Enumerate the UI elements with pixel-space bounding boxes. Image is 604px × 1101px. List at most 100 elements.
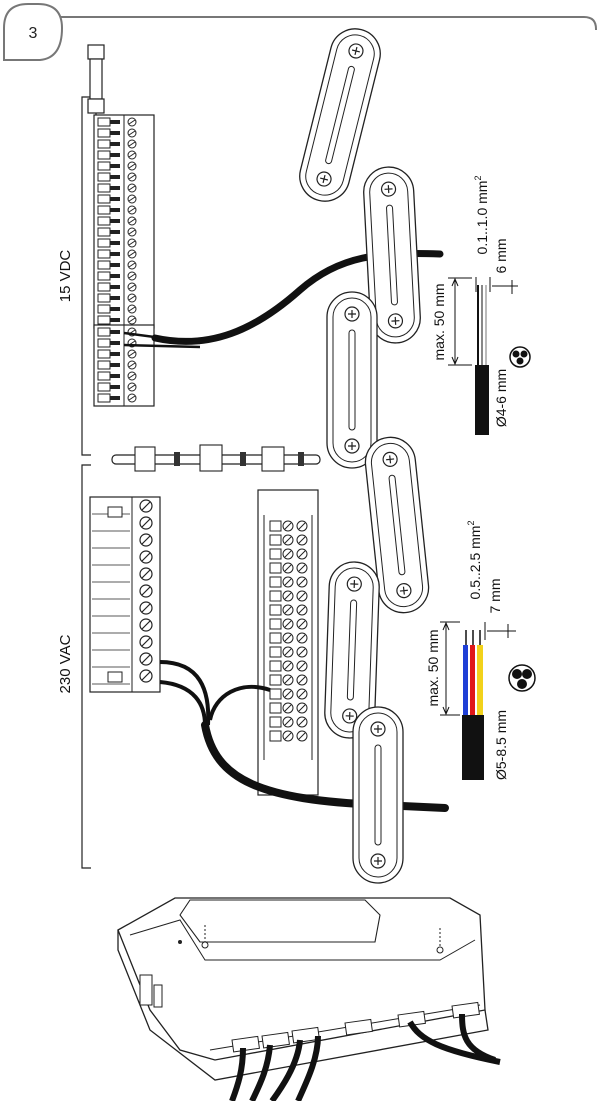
terminal-slot	[97, 183, 111, 193]
screw-slot	[284, 564, 292, 572]
screw-cross	[384, 185, 393, 194]
housing-port	[231, 1035, 260, 1053]
terminal-slot	[97, 282, 111, 292]
terminal-slot	[97, 205, 111, 215]
screw-cross	[374, 857, 382, 865]
terminal-slot	[97, 360, 111, 370]
ac-strip-slot	[269, 646, 282, 658]
screw-slot	[284, 536, 292, 544]
terminal-slot	[97, 393, 111, 403]
ac-strip-slot	[269, 590, 282, 602]
screw-slot	[141, 603, 151, 613]
screw-slot	[298, 606, 306, 614]
terminal-slot	[97, 216, 111, 226]
ac-cross-section: 0.5..2.5 mm	[467, 526, 483, 600]
screw-slot	[141, 671, 151, 681]
step-badge: 3	[3, 3, 64, 61]
terminal-clamp	[110, 352, 120, 356]
screw-slot	[141, 637, 151, 647]
housing-port	[291, 1026, 320, 1044]
screw-slot	[128, 362, 136, 368]
dc-cable-spec: max. 50 mm 6 mm 0.1..1.0 mm2 Ø4-6 mm	[431, 176, 531, 435]
ac-wire-3	[208, 684, 271, 721]
terminal-clamp	[110, 175, 120, 179]
mounting-rail	[111, 444, 321, 472]
screw-cross	[391, 316, 400, 325]
dc-max-length: max. 50 mm	[431, 283, 447, 360]
ac-cross-section-text: 0.5..2.5 mm2	[466, 521, 483, 600]
gland-slot	[374, 744, 382, 846]
housing-cables	[229, 1013, 501, 1101]
screw-slot	[128, 119, 136, 125]
screw-slot	[128, 141, 136, 147]
cable-gland	[324, 561, 380, 739]
screw-slot	[128, 240, 136, 246]
housing-port	[344, 1018, 373, 1036]
screw-slot	[284, 606, 292, 614]
screw-slot	[284, 704, 292, 712]
screw-slot	[128, 185, 136, 191]
ac-strip-slot	[269, 632, 282, 644]
screw-slot	[298, 662, 306, 670]
ac-terminal-block-left	[89, 496, 161, 693]
terminal-slot	[97, 327, 111, 337]
terminal-clamp	[110, 296, 120, 300]
screw-slot	[141, 654, 151, 664]
ac-block-latch	[107, 506, 123, 518]
cable-gland	[364, 436, 430, 614]
screw-cross	[345, 711, 354, 720]
screw-slot	[284, 550, 292, 558]
gland-inner	[358, 712, 398, 878]
ac-diameter: Ø5-8.5 mm	[493, 710, 509, 780]
terminal-slot	[97, 371, 111, 381]
cable-gland	[363, 166, 421, 344]
screw-slot	[141, 569, 151, 579]
terminal-clamp	[110, 396, 120, 400]
step-number: 3	[29, 25, 38, 42]
screw-slot	[284, 620, 292, 628]
terminal-clamp	[110, 274, 120, 278]
fuse	[87, 44, 105, 122]
screw-slot	[284, 634, 292, 642]
screw-slot	[298, 634, 306, 642]
screw-slot	[128, 218, 136, 224]
ac-wire-2	[159, 680, 207, 726]
cable-glands	[299, 28, 430, 884]
screw-slot	[128, 306, 136, 312]
screw-slot	[128, 384, 136, 390]
ac-wire-1	[159, 660, 211, 726]
screw-slot	[128, 229, 136, 235]
screw-slot	[128, 130, 136, 136]
gland-inner	[332, 297, 372, 463]
dc-cross-section-text: 0.1..1.0 mm2	[473, 176, 490, 255]
ac-strip-slot	[269, 548, 282, 560]
screw-slot	[298, 522, 306, 530]
screw-cross	[350, 580, 359, 589]
terminal-slot	[97, 161, 111, 171]
terminal-clamp	[110, 341, 120, 345]
ac-bracket	[81, 464, 91, 869]
gland-slot	[346, 599, 358, 701]
screw-slot	[141, 620, 151, 630]
screw-slot	[298, 690, 306, 698]
terminal-slot	[97, 315, 111, 325]
ac-strip-slot	[269, 702, 282, 714]
screw-cross	[348, 310, 356, 318]
screw-slot	[141, 552, 151, 562]
dc-terminal-block-upper	[93, 114, 155, 329]
screw-slot	[298, 648, 306, 656]
screw-slot	[128, 317, 136, 323]
terminal-clamp	[110, 385, 120, 389]
screw-slot	[298, 536, 306, 544]
dc-strip-length: 6 mm	[493, 239, 509, 274]
terminal-clamp	[110, 197, 120, 201]
ac-cross-section-exp: 2	[466, 521, 476, 526]
ac-section-label: 230 VAC	[57, 634, 74, 693]
dc-cable-wire-1	[123, 331, 201, 345]
screw-cross	[374, 725, 382, 733]
screw-slot	[141, 501, 151, 511]
terminal-clamp	[110, 318, 120, 322]
terminal-clamp	[110, 153, 120, 157]
dc-cable-wire-2	[123, 343, 201, 349]
